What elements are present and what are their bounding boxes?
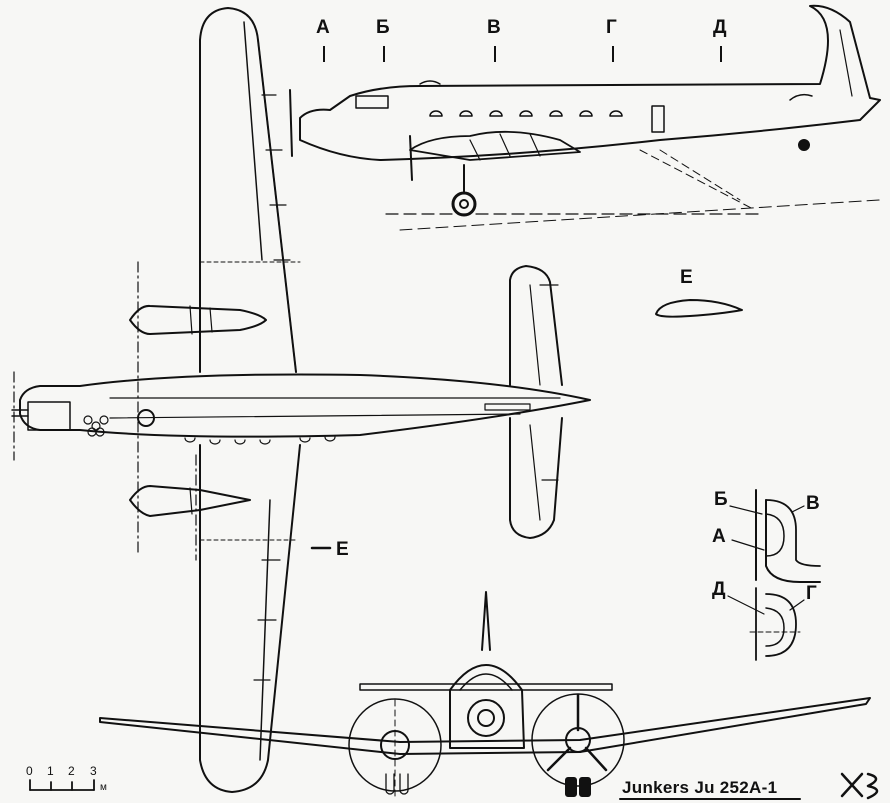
scale-unit: м: [100, 782, 107, 793]
section-label-g: Г: [606, 17, 617, 38]
scale-tick-3: 3: [90, 764, 97, 778]
aircraft-title: Junkers Ju 252A-1: [622, 778, 778, 797]
scale-tick-2: 2: [68, 764, 75, 778]
section-mark-a: [323, 46, 325, 62]
section-label-v: В: [487, 17, 501, 38]
scale-tick-0: 0: [26, 764, 33, 778]
section-label-a: А: [316, 17, 330, 38]
front-view: [99, 591, 871, 801]
detail-label-a: А: [712, 526, 726, 547]
detail-label-v: В: [806, 493, 820, 514]
reference-lines: [13, 261, 197, 561]
section-mark-b: [383, 46, 385, 62]
publisher-logo: [840, 772, 879, 800]
airfoil-label: Е: [680, 267, 693, 288]
detail-label-g: Г: [806, 583, 817, 604]
airfoil-section: [655, 299, 743, 318]
section-mark-g: [612, 46, 614, 62]
section-label-b: Б: [376, 17, 390, 38]
detail-label-b: Б: [714, 489, 728, 510]
scale-tick-1: 1: [47, 764, 54, 778]
top-view-wing: [199, 7, 301, 793]
section-mark-d: [720, 46, 722, 62]
section-mark-v: [494, 46, 496, 62]
detail-label-d: Д: [712, 579, 726, 600]
wing-section-label: Е: [336, 539, 349, 560]
cross-section-details: [727, 489, 821, 661]
side-view: [289, 4, 881, 231]
scale-bar: [29, 779, 95, 791]
top-view-tailplane: [509, 265, 563, 539]
section-label-d: Д: [713, 17, 727, 38]
top-view-fuselage: [11, 373, 591, 445]
